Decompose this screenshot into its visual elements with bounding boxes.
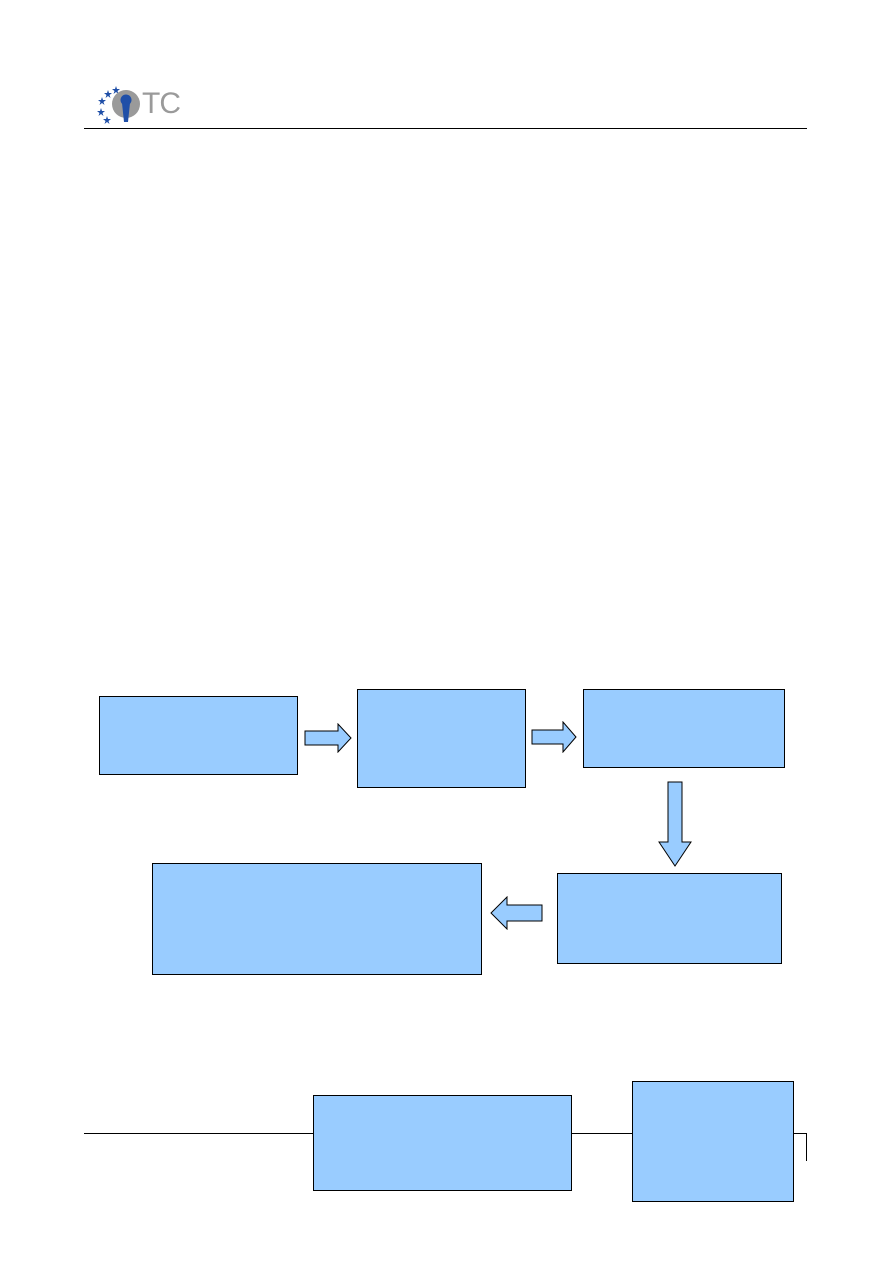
arrow-down-icon (658, 781, 692, 867)
logo-text: TC (142, 87, 181, 120)
flow-box-1 (99, 696, 298, 775)
arrow-right-icon (531, 721, 577, 753)
flow-box-2 (357, 689, 526, 788)
logo: TC (96, 84, 196, 128)
footer-box-1 (313, 1095, 572, 1191)
arrow-left-icon (490, 896, 543, 930)
footer-divider-tick (806, 1133, 807, 1161)
footer-box-2 (632, 1081, 794, 1202)
footer-divider (793, 1133, 807, 1134)
flow-box-5 (152, 863, 482, 975)
header-divider (84, 128, 807, 129)
footer-divider (571, 1133, 633, 1134)
logo-emblem-icon (97, 86, 140, 124)
flow-box-3 (583, 689, 785, 768)
flow-box-4 (557, 873, 782, 964)
footer-divider (84, 1133, 314, 1134)
arrow-right-icon (304, 723, 352, 753)
